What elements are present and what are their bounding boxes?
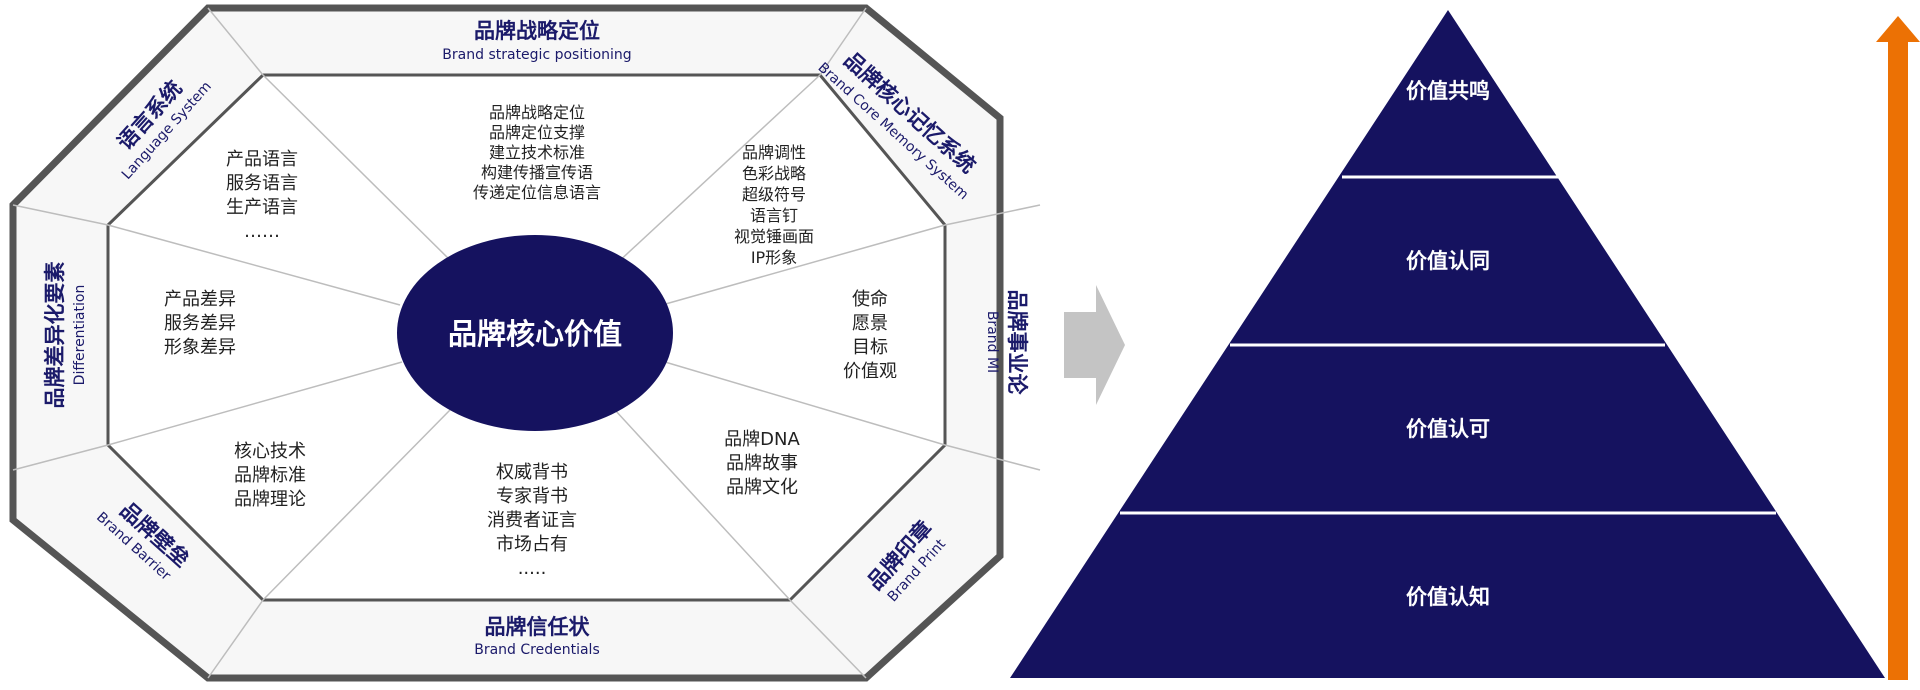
- section-top: 品牌战略定位 Brand strategic positioning: [442, 19, 631, 63]
- inner-item: 色彩战略: [742, 164, 806, 183]
- inner-item: 服务差异: [164, 313, 236, 334]
- inner-item: 语言钉: [750, 206, 798, 225]
- inner-list-bottom: 权威背书专家背书消费者证言市场占有.....: [487, 462, 577, 579]
- inner-item: 视觉锤画面: [734, 227, 814, 246]
- spoke-line: [661, 224, 946, 306]
- inner-item: 产品语言: [226, 149, 298, 170]
- section-subtitle: Brand MI: [984, 311, 1000, 373]
- section-title: 品牌差异化要素: [43, 262, 67, 409]
- inner-item: 消费者证言: [487, 510, 577, 531]
- core-ellipse: [397, 235, 673, 431]
- pyramid-tier-label: 价值认知: [1406, 585, 1490, 609]
- section-bottom: 品牌信任状 Brand Credentials: [474, 615, 600, 658]
- divider-line: [944, 204, 1041, 226]
- section-title: 品牌事业论: [1005, 290, 1029, 396]
- inner-item: 品牌DNA: [724, 429, 800, 450]
- pyramid: 价值共鸣 价值认同 价值认可 价值认知: [1010, 10, 1885, 678]
- inner-item: 超级符号: [742, 185, 806, 204]
- inner-item: 品牌文化: [726, 477, 798, 498]
- pyramid-tier-label: 价值认同: [1406, 249, 1490, 273]
- inner-item: 品牌理论: [234, 489, 306, 510]
- orange-arrow-head: [1876, 16, 1920, 42]
- inner-item: .....: [518, 558, 547, 579]
- inner-item: 服务语言: [226, 173, 298, 194]
- inner-item: 品牌定位支撑: [489, 123, 585, 142]
- divider-line: [944, 444, 1041, 471]
- section-left: 品牌差异化要素 Differentiation: [43, 262, 88, 409]
- inner-item: 构建传播宣传语: [481, 163, 593, 182]
- spoke-line: [614, 409, 791, 601]
- inner-item: 价值观: [843, 361, 897, 382]
- divider-line: [207, 599, 264, 679]
- spoke-line: [107, 224, 401, 306]
- inner-item: 品牌故事: [726, 453, 798, 474]
- inner-item: 权威背书: [496, 462, 568, 483]
- divider-line: [12, 444, 109, 471]
- spoke-line: [664, 361, 946, 446]
- divider-line: [207, 7, 264, 76]
- inner-item: 传递定位信息语言: [473, 183, 601, 202]
- inner-item: 使命: [852, 289, 888, 310]
- spoke-line: [107, 361, 403, 446]
- core-label: 品牌核心价值: [448, 317, 622, 351]
- orange-arrow-shaft: [1888, 38, 1908, 680]
- inner-item: 愿景: [852, 313, 888, 334]
- spoke-line: [262, 409, 451, 601]
- inner-item: ……: [244, 221, 280, 242]
- inner-item: 生产语言: [226, 197, 298, 218]
- pyramid-tier-label: 价值共鸣: [1406, 79, 1490, 103]
- divider-line: [12, 204, 109, 226]
- inner-item: 目标: [852, 337, 888, 358]
- inner-item: 品牌调性: [742, 143, 806, 162]
- spoke-line: [614, 74, 821, 266]
- section-subtitle: Differentiation: [72, 285, 88, 386]
- inner-item: 形象差异: [164, 337, 236, 358]
- spoke-line: [262, 74, 456, 266]
- divider-line: [789, 599, 867, 679]
- gray-arrow: [1064, 285, 1125, 405]
- section-title: 品牌信任状: [485, 615, 591, 639]
- section-right: 品牌事业论 Brand MI: [984, 290, 1029, 396]
- inner-item: 建立技术标准: [489, 143, 585, 162]
- section-title: 品牌战略定位: [474, 19, 600, 43]
- inner-item: 品牌战略定位: [489, 103, 585, 122]
- divider-line: [819, 7, 867, 76]
- inner-item: 品牌标准: [234, 465, 306, 486]
- orange-arrow: [1876, 16, 1920, 680]
- section-subtitle: Brand Credentials: [474, 642, 600, 658]
- inner-item: IP形象: [751, 248, 797, 267]
- inner-item: 核心技术: [234, 441, 306, 462]
- inner-item: 专家背书: [496, 486, 568, 507]
- section-subtitle: Brand strategic positioning: [442, 47, 631, 63]
- inner-item: 产品差异: [164, 289, 236, 310]
- pyramid-tier-label: 价值认可: [1406, 417, 1490, 441]
- inner-item: 市场占有: [496, 534, 568, 555]
